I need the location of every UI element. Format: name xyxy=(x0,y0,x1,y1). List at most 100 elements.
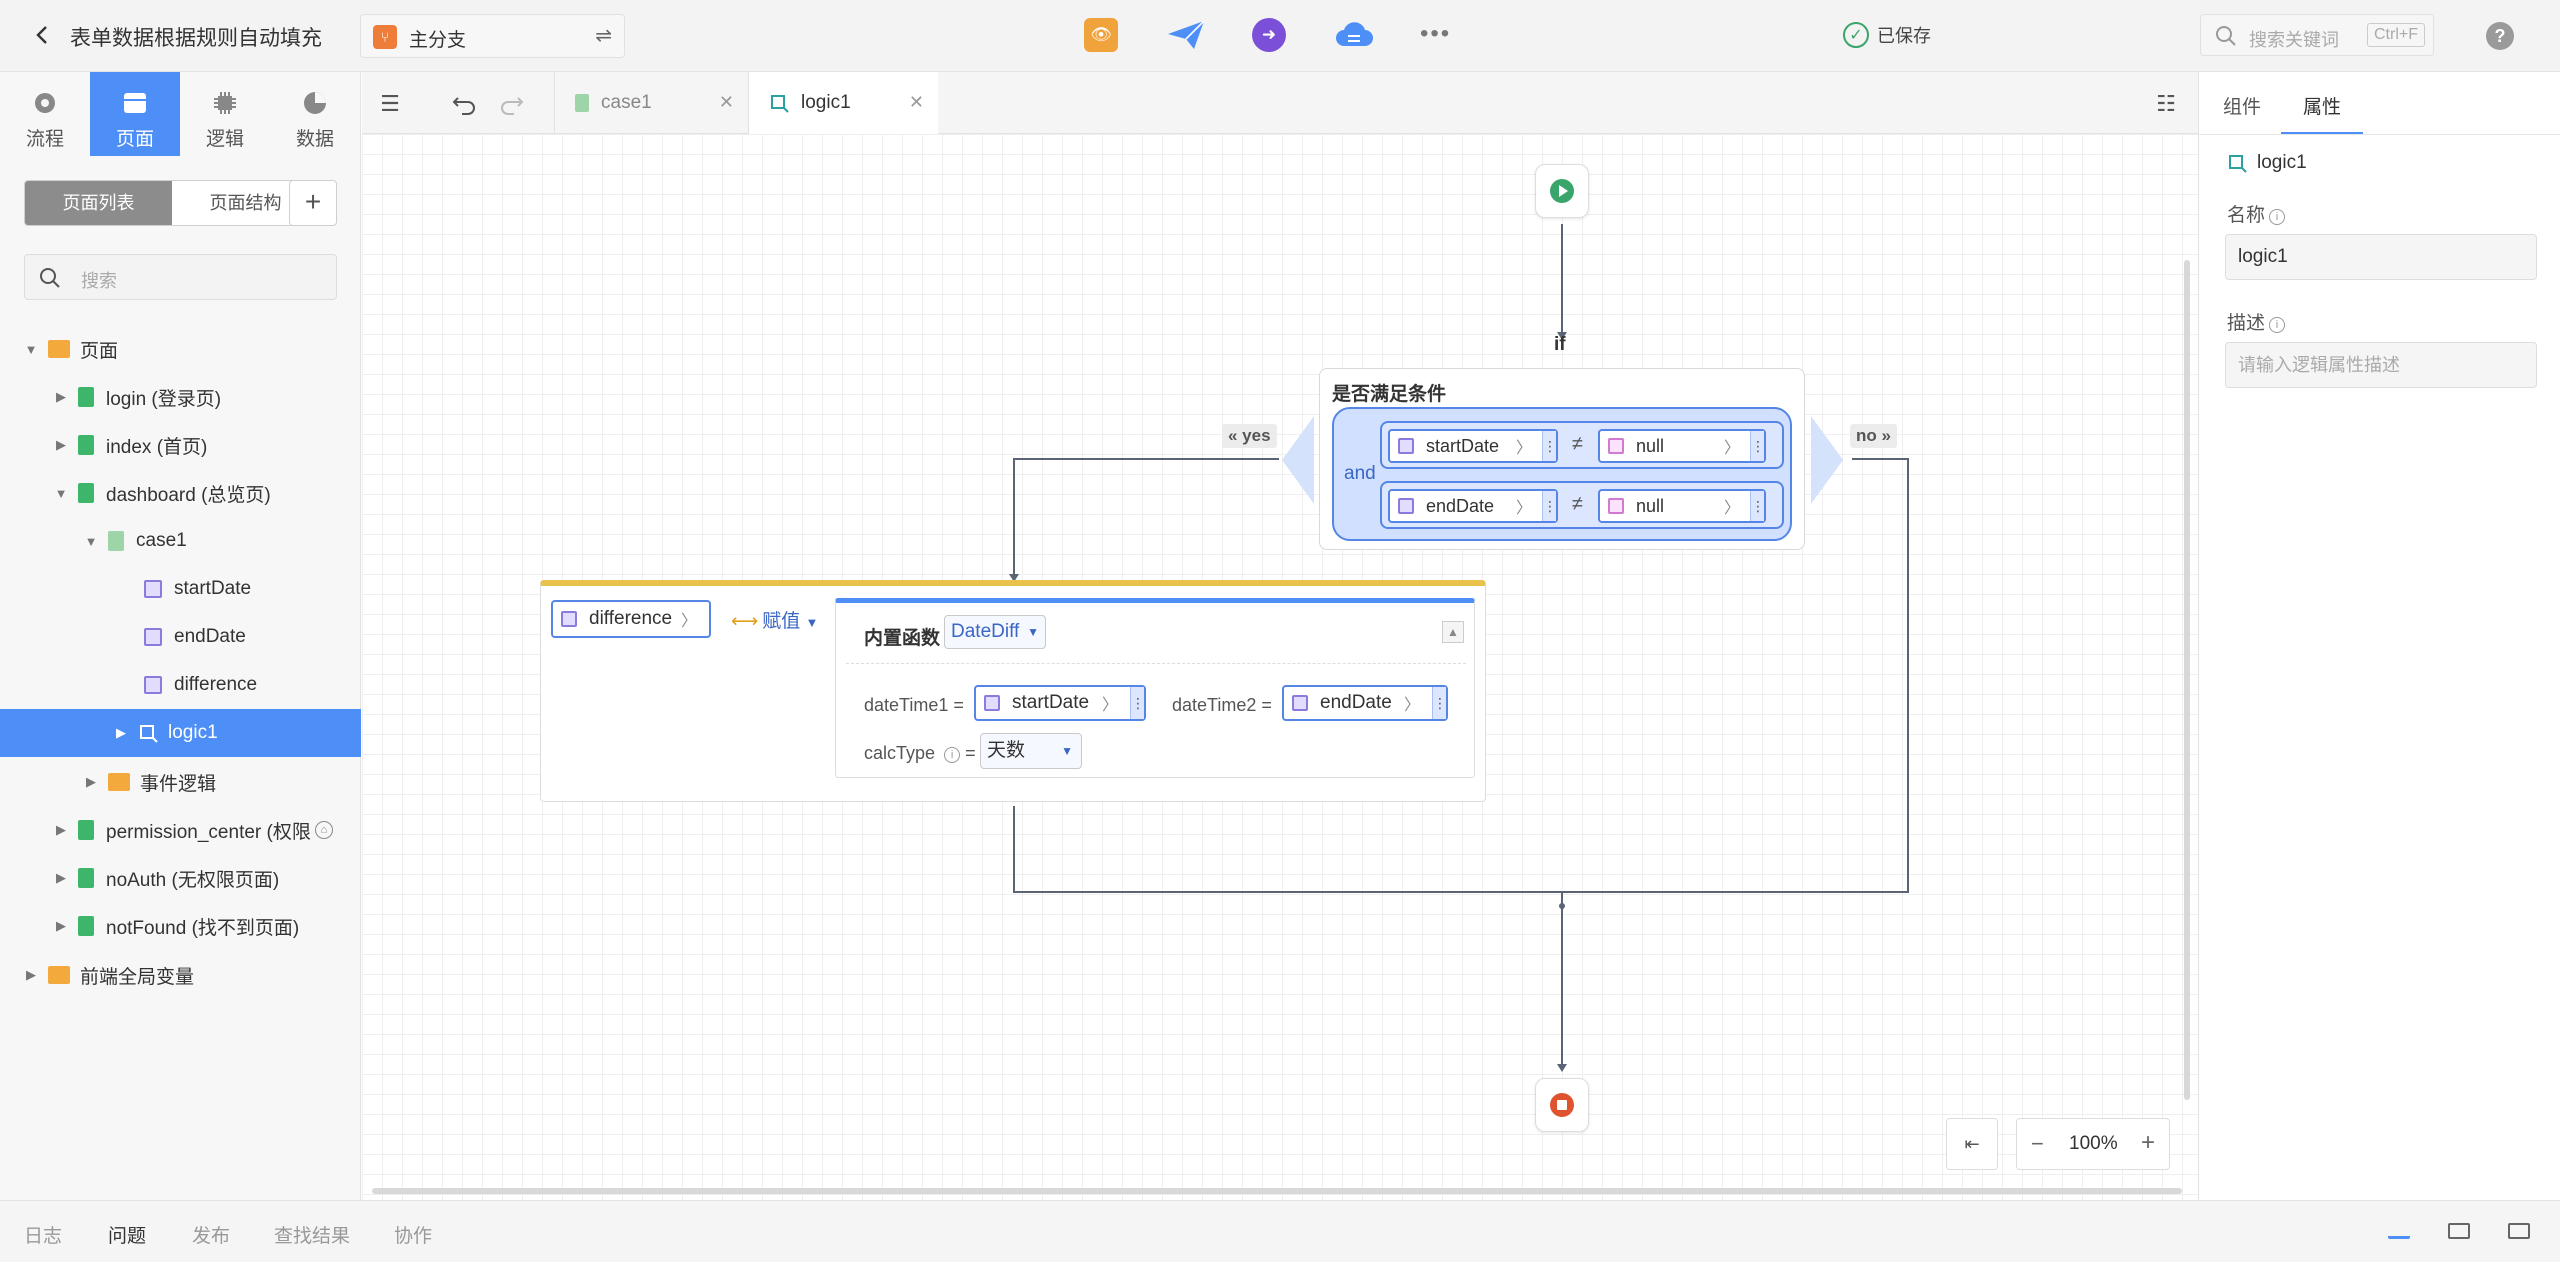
tab-components[interactable]: 组件 xyxy=(2223,97,2262,118)
segment-page-list[interactable]: 页面列表 xyxy=(25,181,172,225)
more-vertical-icon[interactable]: ⋮ xyxy=(1432,687,1447,719)
tab-page[interactable]: 页面 xyxy=(90,72,180,156)
tab-flow[interactable]: 流程 xyxy=(0,72,90,156)
assign-target[interactable]: difference 〉 xyxy=(551,600,711,638)
caret-right-icon[interactable]: ▶ xyxy=(56,822,66,837)
tree-item-pages[interactable]: ▼页面 xyxy=(24,340,119,362)
branch-selector[interactable]: ⑂ 主分支 ⇌ xyxy=(360,14,625,58)
caret-right-icon[interactable]: ▶ xyxy=(86,774,96,789)
caret-right-icon[interactable]: ▶ xyxy=(56,870,66,885)
more-icon[interactable]: ••• xyxy=(1420,20,1452,47)
condition-left-operand[interactable]: endDate 〉 ⋮ xyxy=(1388,489,1558,523)
caret-right-icon[interactable]: ▶ xyxy=(56,437,66,452)
horizontal-scrollbar[interactable] xyxy=(372,1188,2182,1194)
tab-find-results[interactable]: 查找结果 xyxy=(274,1226,351,1247)
condition-right-operand[interactable]: null 〉 ⋮ xyxy=(1598,429,1766,463)
info-icon[interactable]: i xyxy=(2269,209,2286,225)
layout-full-icon[interactable] xyxy=(2508,1223,2530,1239)
tab-properties[interactable]: 属性 xyxy=(2303,97,2342,118)
info-icon[interactable]: i xyxy=(944,747,961,763)
preview-icon[interactable]: 👁 xyxy=(1084,18,1118,52)
panel-toggle-icon[interactable]: ☷ xyxy=(2156,91,2176,116)
tree-item-enddate[interactable]: endDate xyxy=(0,613,361,661)
tree-item-difference[interactable]: difference xyxy=(0,661,361,709)
caret-down-icon[interactable]: ▼ xyxy=(54,485,68,501)
caret-right-icon[interactable]: ▶ xyxy=(56,918,66,933)
tree-item-global-vars[interactable]: ▶前端全局变量 xyxy=(26,966,195,988)
switch-icon[interactable]: ⇌ xyxy=(595,25,612,47)
tree-item-event-logic[interactable]: ▶事件逻辑 xyxy=(86,773,217,795)
collapse-icon[interactable]: ▲ xyxy=(1442,621,1464,643)
page-search-input[interactable]: 搜索 xyxy=(24,254,337,300)
back-icon[interactable] xyxy=(30,22,56,48)
condition-row[interactable]: startDate 〉 ⋮ ≠ null 〉 ⋮ xyxy=(1380,421,1784,469)
global-search[interactable]: 搜索关键词 Ctrl+F xyxy=(2200,14,2434,56)
description-input[interactable]: 请输入逻辑属性描述 xyxy=(2225,342,2537,388)
undo-icon[interactable] xyxy=(450,90,478,118)
zoom-in-icon[interactable]: + xyxy=(2140,1129,2155,1156)
operator[interactable]: ≠ xyxy=(1572,433,1583,455)
more-vertical-icon[interactable]: ⋮ xyxy=(1542,491,1557,521)
zoom-out-icon[interactable]: − xyxy=(2031,1131,2044,1156)
calctype-select[interactable]: 天数 ▼ xyxy=(980,733,1082,769)
caret-down-icon[interactable]: ▼ xyxy=(84,533,98,549)
outline-toggle-icon[interactable]: ☰ xyxy=(380,91,400,116)
vertical-scrollbar[interactable] xyxy=(2184,260,2190,1100)
tree-item-permission-center[interactable]: ▶permission_center (权限⌂ xyxy=(0,806,361,854)
variable-icon xyxy=(984,695,1000,711)
condition-row[interactable]: endDate 〉 ⋮ ≠ null 〉 ⋮ xyxy=(1380,481,1784,529)
tree-item-case1[interactable]: ▼case1 xyxy=(84,530,187,551)
if-condition-node[interactable]: 是否满足条件 and startDate 〉 ⋮ ≠ null 〉 ⋮ xyxy=(1319,368,1805,550)
logic-canvas[interactable]: if « yes no » 是否满足条件 and startDate 〉 ⋮ ≠… xyxy=(362,134,2198,1200)
caret-right-icon[interactable]: ▶ xyxy=(56,389,66,404)
assignment-node[interactable]: difference 〉 ⟷赋值 ▼ 内置函数 DateDiff ▼ ▲ dat… xyxy=(540,580,1486,802)
tab-collaboration[interactable]: 协作 xyxy=(394,1226,433,1247)
close-icon[interactable]: ✕ xyxy=(718,92,734,112)
param-datetime2[interactable]: endDate 〉 ⋮ xyxy=(1282,685,1448,721)
fit-view-icon[interactable]: ⇤ xyxy=(1946,1118,1998,1170)
caret-right-icon[interactable]: ▶ xyxy=(116,725,126,740)
cloud-icon[interactable] xyxy=(1334,18,1374,52)
help-icon[interactable]: ? xyxy=(2486,22,2514,50)
deploy-icon[interactable]: ➜ xyxy=(1252,18,1286,52)
tab-logic1[interactable]: logic1 ✕ xyxy=(748,72,938,134)
tab-publish[interactable]: 发布 xyxy=(192,1226,231,1247)
more-vertical-icon[interactable]: ⋮ xyxy=(1750,491,1765,521)
condition-left-operand[interactable]: startDate 〉 ⋮ xyxy=(1388,429,1558,463)
more-vertical-icon[interactable]: ⋮ xyxy=(1130,687,1145,719)
and-connector[interactable]: and xyxy=(1344,463,1376,484)
tree-item-dashboard[interactable]: ▼dashboard (总览页) xyxy=(54,483,271,506)
tab-log[interactable]: 日志 xyxy=(24,1226,63,1247)
redo-icon[interactable] xyxy=(498,90,526,118)
info-icon[interactable]: i xyxy=(2269,317,2286,333)
condition-right-operand[interactable]: null 〉 ⋮ xyxy=(1598,489,1766,523)
layout-split-icon[interactable] xyxy=(2448,1223,2470,1239)
end-node[interactable] xyxy=(1535,1078,1589,1132)
publish-icon[interactable] xyxy=(1166,18,1206,52)
tab-issues[interactable]: 问题 xyxy=(108,1226,147,1247)
more-vertical-icon[interactable]: ⋮ xyxy=(1750,431,1765,461)
tree-item-logic1[interactable]: ▶ logic1 xyxy=(0,709,361,757)
operator[interactable]: ≠ xyxy=(1572,493,1583,515)
tree-item-login[interactable]: ▶login (登录页) xyxy=(56,387,222,410)
more-vertical-icon[interactable]: ⋮ xyxy=(1542,431,1557,461)
assign-operator[interactable]: ⟷赋值 ▼ xyxy=(731,611,819,632)
caret-down-icon[interactable]: ▼ xyxy=(24,341,38,357)
function-select[interactable]: DateDiff ▼ xyxy=(944,615,1046,649)
tree-item-notfound[interactable]: ▶notFound (找不到页面) xyxy=(56,916,300,939)
close-icon[interactable]: ✕ xyxy=(908,92,924,112)
tree-item-index[interactable]: ▶index (首页) xyxy=(56,435,208,458)
name-input[interactable]: logic1 xyxy=(2225,234,2537,280)
caret-right-icon[interactable]: ▶ xyxy=(26,967,36,982)
layout-bottom-icon[interactable] xyxy=(2388,1223,2410,1239)
condition-group[interactable]: and startDate 〉 ⋮ ≠ null 〉 ⋮ xyxy=(1332,407,1792,541)
tab-data[interactable]: 数据 xyxy=(270,72,360,156)
tab-case1[interactable]: case1 ✕ xyxy=(554,72,748,134)
tree-item-startdate[interactable]: startDate xyxy=(0,565,361,613)
add-page-button[interactable]: + xyxy=(289,180,337,226)
tree-item-noauth[interactable]: ▶noAuth (无权限页面) xyxy=(56,868,280,891)
tab-logic[interactable]: 逻辑 xyxy=(180,72,270,156)
param-datetime1[interactable]: startDate 〉 ⋮ xyxy=(974,685,1146,721)
start-node[interactable] xyxy=(1535,164,1589,218)
builtin-function-block[interactable]: 内置函数 DateDiff ▼ ▲ dateTime1 = startDate … xyxy=(835,598,1475,778)
